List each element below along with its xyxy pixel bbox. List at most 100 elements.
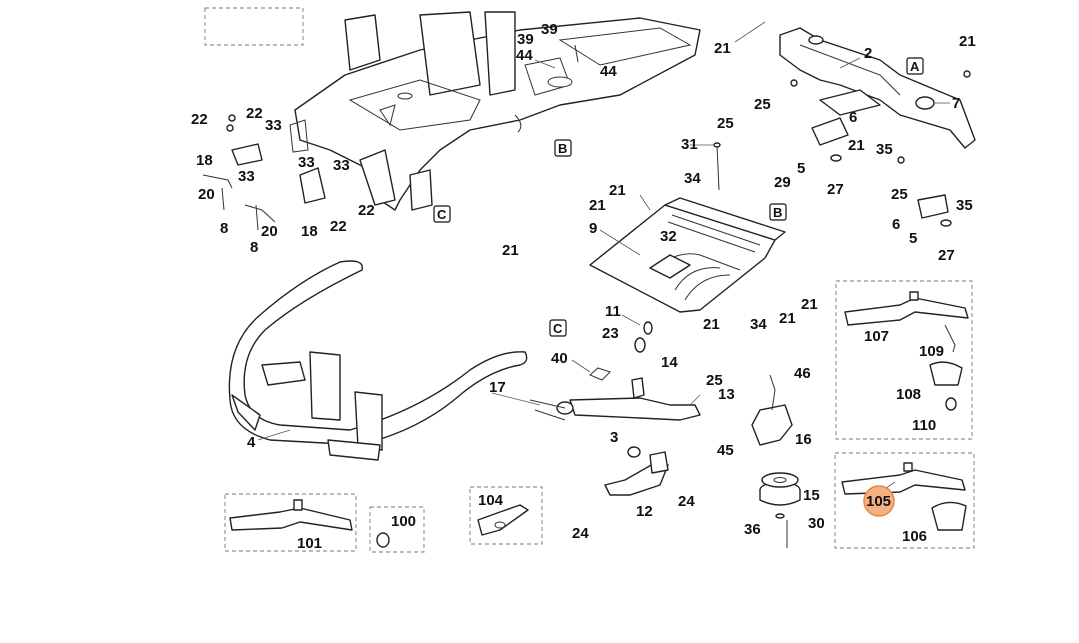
callout-25: 25 — [754, 96, 771, 113]
callout-34: 34 — [684, 170, 701, 187]
linkage-arm — [529, 377, 701, 421]
callout-36: 36 — [744, 521, 761, 538]
callout-33: 33 — [298, 154, 315, 171]
pedal-bracket — [604, 451, 669, 496]
callout-109: 109 — [919, 343, 944, 360]
callout-20: 20 — [198, 186, 215, 203]
callout-11: 11 — [605, 303, 621, 320]
highlight-circle-105 — [863, 485, 895, 517]
callout-106: 106 — [902, 528, 927, 545]
bushing-100 — [376, 532, 390, 548]
group-box-101 — [224, 493, 357, 552]
callout-35: 35 — [956, 197, 973, 214]
callout-24: 24 — [572, 525, 589, 542]
callout-25: 25 — [891, 186, 908, 203]
callout-105: 105 — [866, 493, 891, 510]
callout-25: 25 — [706, 372, 723, 389]
arm-107 — [844, 291, 969, 326]
callout-21: 21 — [589, 197, 606, 214]
callout-32: 32 — [660, 228, 677, 245]
callout-22: 22 — [358, 202, 375, 219]
group-box-100 — [369, 506, 425, 553]
callout-27: 27 — [827, 181, 844, 198]
callout-29: 29 — [774, 174, 791, 191]
callout-40: 40 — [551, 350, 568, 367]
callout-104: 104 — [478, 492, 504, 509]
callout-45: 45 — [717, 442, 734, 459]
arm-101 — [229, 499, 353, 531]
callout-24: 24 — [678, 493, 695, 510]
callout-9: 9 — [589, 220, 597, 237]
callout-8: 8 — [220, 220, 228, 237]
callout-39: 39 — [517, 31, 534, 48]
ref-box-c-1 — [433, 205, 451, 223]
callout-101: 101 — [297, 535, 322, 552]
callout-6: 6 — [892, 216, 900, 233]
callout-13: 13 — [718, 386, 735, 403]
callout-25: 25 — [717, 115, 734, 132]
callout-27: 27 — [938, 247, 955, 264]
callout-21: 21 — [609, 182, 626, 199]
callout-34: 34 — [750, 316, 767, 333]
callout-18: 18 — [196, 152, 213, 169]
callout-c: C — [437, 207, 447, 222]
callout-39: 39 — [541, 21, 558, 38]
callout-16: 16 — [795, 431, 812, 448]
callout-22: 22 — [330, 218, 347, 235]
callout-22: 22 — [246, 105, 263, 122]
callout-18: 18 — [301, 223, 318, 240]
callout-22: 22 — [191, 111, 208, 128]
group-box-104 — [469, 486, 543, 545]
callout-c: C — [553, 321, 563, 336]
callout-23: 23 — [602, 325, 619, 342]
callout-5: 5 — [909, 230, 917, 247]
small-hardware — [202, 44, 971, 548]
callout-3: 3 — [610, 429, 618, 446]
group-box-top-left — [204, 7, 304, 46]
callout-35: 35 — [876, 141, 893, 158]
callout-33: 33 — [333, 157, 350, 174]
idler-pulley — [759, 472, 801, 506]
callout-33: 33 — [265, 117, 282, 134]
group-box-105-106 — [834, 452, 975, 549]
callout-12: 12 — [636, 503, 653, 520]
callout-17: 17 — [489, 379, 506, 396]
ref-box-a — [906, 57, 924, 75]
plate-104 — [477, 504, 529, 536]
callout-100: 100 — [391, 513, 416, 530]
ref-box-c-2 — [549, 319, 567, 337]
callout-46: 46 — [794, 365, 811, 382]
main-frame — [289, 11, 701, 211]
ref-box-b-2 — [769, 203, 787, 221]
bracket-106 — [931, 501, 967, 531]
front-bumper — [228, 260, 528, 461]
callout-b: B — [773, 205, 782, 220]
callout-14: 14 — [661, 354, 678, 371]
callout-6: 6 — [849, 109, 857, 126]
callout-107: 107 — [864, 328, 889, 345]
callout-labels: 39 39 44 44 21 2 21 A 25 7 22 22 33 18 3… — [191, 21, 976, 552]
callout-b: B — [558, 141, 567, 156]
callout-21: 21 — [848, 137, 865, 154]
callout-33: 33 — [238, 168, 255, 185]
callout-108: 108 — [896, 386, 921, 403]
center-plate — [589, 197, 786, 313]
callout-20: 20 — [261, 223, 278, 240]
callout-21: 21 — [959, 33, 976, 50]
arm-105 — [841, 462, 966, 495]
callout-a: A — [910, 59, 920, 74]
callout-15: 15 — [803, 487, 820, 504]
callout-4: 4 — [247, 434, 256, 451]
callout-2: 2 — [864, 45, 872, 62]
callout-44: 44 — [600, 63, 617, 80]
callout-21: 21 — [801, 296, 818, 313]
callout-30: 30 — [808, 515, 825, 532]
callout-44: 44 — [516, 47, 533, 64]
bracket-108 — [929, 324, 963, 411]
callout-5: 5 — [797, 160, 805, 177]
callout-21: 21 — [502, 242, 519, 259]
callout-21: 21 — [779, 310, 796, 327]
front-axle — [779, 27, 976, 219]
